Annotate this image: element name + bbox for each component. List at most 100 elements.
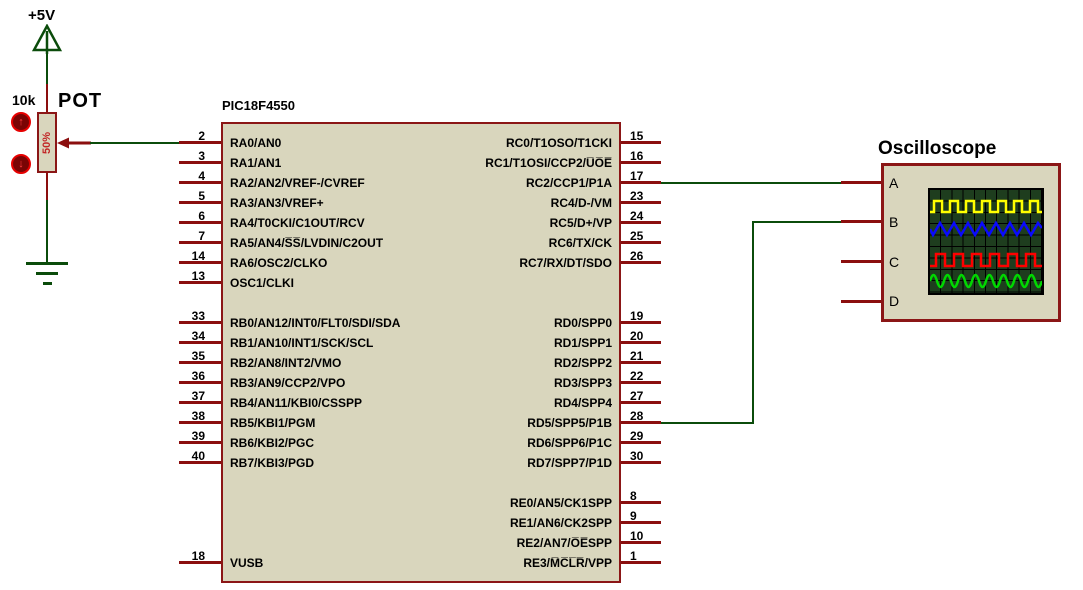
pin-label: RA6/OSC2/CLKO: [230, 256, 328, 270]
pin-stub: [179, 361, 221, 364]
pin-row[interactable]: 13 OSC1/CLKI: [179, 269, 479, 293]
power-arrow-icon[interactable]: [32, 24, 62, 54]
pin-label: RD1/SPP1: [553, 336, 612, 350]
scope-channel-a-pin[interactable]: [841, 181, 881, 184]
pin-stub: [179, 341, 221, 344]
pot-decrease-button[interactable]: ↓: [11, 154, 31, 174]
pin-stub: [179, 381, 221, 384]
pin-row[interactable]: [350, 273, 661, 293]
pin-label: RD6/SPP6/P1C: [527, 436, 612, 450]
waveform-channel-a: [930, 199, 1042, 214]
pin-label: RD0/SPP0: [553, 316, 612, 330]
pin-stub: [621, 361, 661, 364]
wire-rd5-to-scope-b-vertical[interactable]: [752, 221, 754, 424]
pin-row[interactable]: 5 RA3/AN3/VREF+: [179, 189, 479, 213]
pin-row[interactable]: 40 RB7/KBI3/PGD: [179, 449, 479, 473]
pin-row[interactable]: 2 RA0/AN0: [179, 129, 479, 153]
pot-increase-button[interactable]: ↑: [11, 112, 31, 132]
pin-stub: [621, 161, 661, 164]
pin-row[interactable]: 15 RC0/T1OSO/T1CKI: [350, 129, 661, 153]
pin-number: 4: [198, 169, 205, 183]
scope-channel-d-pin[interactable]: [841, 300, 881, 303]
pin-number: 5: [198, 189, 205, 203]
pin-row[interactable]: 33 RB0/AN12/INT0/FLT0/SDI/SDA: [179, 309, 479, 333]
pin-label: RC4/D-/VM: [550, 196, 612, 210]
pin-row[interactable]: 4 RA2/AN2/VREF-/CVREF: [179, 169, 479, 193]
pin-label: RD2/SPP2: [553, 356, 612, 370]
pin-row[interactable]: 26 RC7/RX/DT/SDO: [350, 249, 661, 273]
pin-row[interactable]: 24 RC5/D+/VP: [350, 209, 661, 233]
pin-row[interactable]: 10 RE2/AN7/O̅E̅SPP: [350, 529, 661, 553]
pin-row[interactable]: 7 RA5/AN4/S̅S̅/LVDIN/C2OUT: [179, 229, 479, 253]
pin-row[interactable]: 14 RA6/OSC2/CLKO: [179, 249, 479, 273]
pin-number: 33: [191, 309, 205, 323]
wire-power-to-pot[interactable]: [46, 51, 48, 85]
pin-stub: [179, 561, 221, 564]
wire-pot-to-ra0[interactable]: [90, 142, 180, 144]
pin-row[interactable]: 27 RD4/SPP4: [350, 389, 661, 413]
pin-number: 36: [191, 369, 205, 383]
wire-pot-to-ground[interactable]: [46, 200, 48, 263]
pot-wiper-arrow-icon: [57, 137, 91, 149]
pin-stub: [621, 221, 661, 224]
pin-row[interactable]: 38 RB5/KBI1/PGM: [179, 409, 479, 433]
pin-label: VUSB: [230, 556, 264, 570]
pot-bottom-terminal: [46, 172, 48, 201]
pin-row[interactable]: 23 RC4/D-/VM: [350, 189, 661, 213]
pin-row[interactable]: 25 RC6/TX/CK: [350, 229, 661, 253]
pin-stub: [179, 401, 221, 404]
pin-number: 39: [191, 429, 205, 443]
pin-row[interactable]: 39 RB6/KBI2/PGC: [179, 429, 479, 453]
pin-row[interactable]: 36 RB3/AN9/CCP2/VPO: [179, 369, 479, 393]
pin-stub: [179, 161, 221, 164]
pin-row[interactable]: 18 VUSB: [179, 549, 479, 573]
pin-row[interactable]: 30 RD7/SPP7/P1D: [350, 449, 661, 473]
wire-rd5-to-scope-b-top[interactable]: [753, 221, 841, 223]
pin-label: RC1/T1OSI/CCP2/U̅O̅E̅: [485, 156, 612, 170]
pin-row[interactable]: 21 RD2/SPP2: [350, 349, 661, 373]
pin-label: RD7/SPP7/P1D: [527, 456, 612, 470]
pin-row[interactable]: 1 RE3/M̅C̅L̅R̅/VPP: [350, 549, 661, 573]
scope-channel-b-pin[interactable]: [841, 220, 881, 223]
pin-row[interactable]: [350, 293, 661, 313]
pin-stub: [621, 261, 661, 264]
pin-stub: [179, 201, 221, 204]
pin-row[interactable]: 3 RA1/AN1: [179, 149, 479, 173]
pin-row[interactable]: 28 RD5/SPP5/P1B: [350, 409, 661, 433]
pin-row[interactable]: 29 RD6/SPP6/P1C: [350, 429, 661, 453]
wire-rc2-to-scope-a[interactable]: [661, 182, 841, 184]
pin-label: RA3/AN3/VREF+: [230, 196, 324, 210]
pot-resistance-label: 10k: [12, 92, 36, 108]
pin-number: 24: [630, 209, 644, 223]
mcu-body[interactable]: [221, 122, 621, 583]
pin-row[interactable]: 22 RD3/SPP3: [350, 369, 661, 393]
pin-number: 28: [630, 409, 644, 423]
pin-label: RB5/KBI1/PGM: [230, 416, 316, 430]
waveform-channel-c: [930, 252, 1042, 268]
pin-row[interactable]: 19 RD0/SPP0: [350, 309, 661, 333]
pin-stub: [621, 341, 661, 344]
pin-number: 29: [630, 429, 644, 443]
pin-row[interactable]: 6 RA4/T0CKI/C1OUT/RCV: [179, 209, 479, 233]
pin-row[interactable]: 16 RC1/T1OSI/CCP2/U̅O̅E̅: [350, 149, 661, 173]
scope-channel-c-pin[interactable]: [841, 260, 881, 263]
pin-stub: [621, 321, 661, 324]
pin-row[interactable]: 35 RB2/AN8/INT2/VMO: [179, 349, 479, 373]
pin-row[interactable]: 17 RC2/CCP1/P1A: [350, 169, 661, 193]
pin-row[interactable]: 34 RB1/AN10/INT1/SCK/SCL: [179, 329, 479, 353]
scope-display: [928, 188, 1044, 295]
scope-channel-d-label: D: [889, 293, 900, 309]
pin-label: RB7/KBI3/PGD: [230, 456, 315, 470]
wire-rd5-to-scope-b-bottom[interactable]: [661, 422, 754, 424]
pin-label: RD5/SPP5/P1B: [527, 416, 612, 430]
scope-channel-b-label: B: [889, 214, 899, 230]
pin-number: 26: [630, 249, 644, 263]
pin-stub: [179, 141, 221, 144]
pin-row[interactable]: 37 RB4/AN11/KBI0/CSSPP: [179, 389, 479, 413]
pin-row[interactable]: 8 RE0/AN5/CK1SPP: [350, 489, 661, 513]
scope-channel-c-label: C: [889, 254, 900, 270]
pin-row[interactable]: 9 RE1/AN6/CK2SPP: [350, 509, 661, 533]
pin-row[interactable]: [350, 473, 661, 493]
pin-row[interactable]: 20 RD1/SPP1: [350, 329, 661, 353]
pin-label: RA5/AN4/S̅S̅/LVDIN/C2OUT: [230, 236, 384, 250]
